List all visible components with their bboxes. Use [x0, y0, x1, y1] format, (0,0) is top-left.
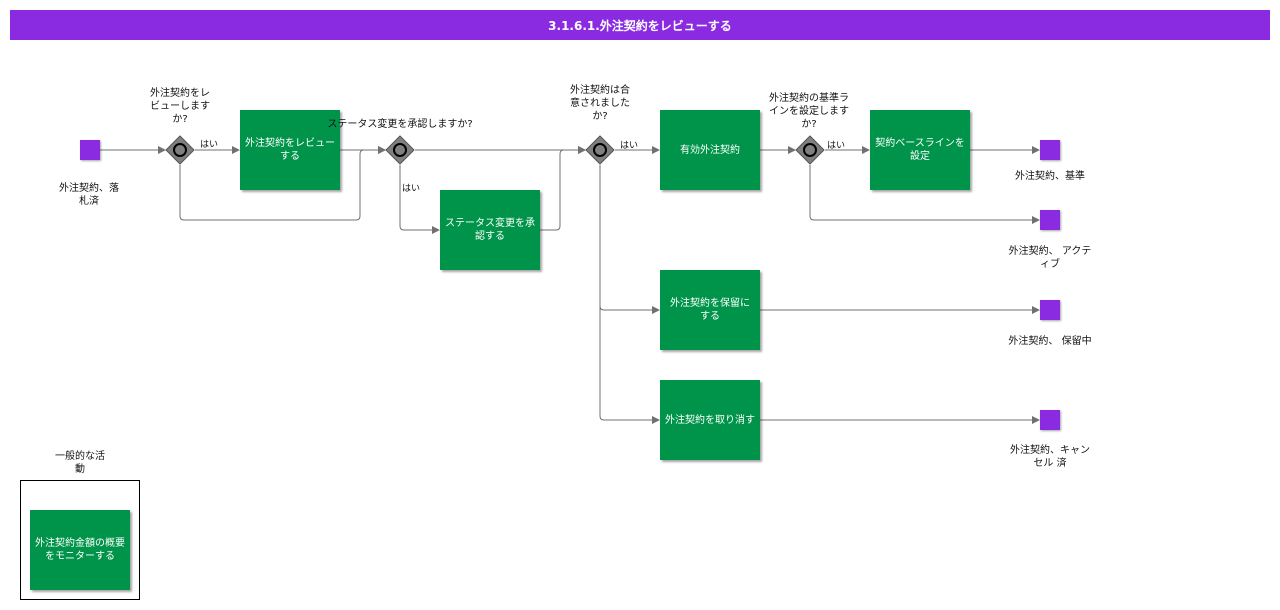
gateway-approve-label: ステータス変更を承認しますか? — [327, 119, 473, 130]
gateway-baseline-label: 外注契約の基準ラインを設定しますか? — [769, 93, 849, 130]
flow-label-yes: はい — [620, 141, 639, 151]
flow-label-yes: はい — [402, 184, 421, 194]
diagram-title: 3.1.6.1.外注契約をレビューする — [10, 10, 1270, 40]
end-event-hold-label: 外注契約、 保留中 — [1008, 336, 1092, 347]
flow-label-yes: はい — [827, 141, 846, 151]
end-event-cancelled[interactable] — [1040, 410, 1060, 430]
legend-box — [20, 480, 140, 600]
end-event-active[interactable] — [1040, 210, 1060, 230]
gateway-review-label: 外注契約をレビューしますか? — [150, 88, 210, 125]
gateway-baseline — [795, 135, 825, 165]
task-set-baseline[interactable]: 契約ベースラインを設定 — [870, 110, 970, 190]
end-event-hold[interactable] — [1040, 300, 1060, 320]
gateway-agreed — [585, 135, 615, 165]
task-review[interactable]: 外注契約をレビューする — [240, 110, 340, 190]
legend-label: 一般的な活動 — [55, 451, 105, 475]
task-hold[interactable]: 外注契約を保留にする — [660, 270, 760, 350]
gateway-review — [165, 135, 195, 165]
task-approve-status[interactable]: ステータス変更を承認する — [440, 190, 540, 270]
start-event[interactable] — [80, 140, 100, 160]
legend-task-monitor[interactable]: 外注契約金額の概要をモニターする — [30, 510, 130, 590]
end-event-cancelled-label: 外注契約、キャンセル 済 — [1010, 445, 1090, 469]
flow-label-yes: はい — [200, 140, 219, 150]
end-event-active-label: 外注契約、 アクティブ — [1008, 246, 1092, 270]
gateway-agreed-label: 外注契約は合意されましたか? — [570, 85, 630, 122]
task-active-contract[interactable]: 有効外注契約 — [660, 110, 760, 190]
end-event-baseline[interactable] — [1040, 140, 1060, 160]
gateway-approve — [385, 135, 415, 165]
start-event-label: 外注契約、落札済 — [59, 183, 119, 207]
task-cancel[interactable]: 外注契約を取り消す — [660, 380, 760, 460]
end-event-baseline-label: 外注契約、基準 — [1015, 171, 1085, 182]
